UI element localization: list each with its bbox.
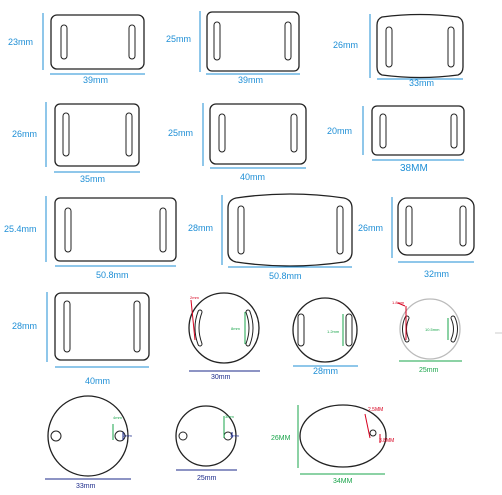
tag-round-28: 1.2mm 28mm	[292, 297, 358, 376]
width-label: 39mm	[238, 75, 263, 85]
tag-40x25: 25mm 40mm	[168, 103, 307, 182]
width-label: 40mm	[240, 172, 265, 182]
hole-label-2: 3mm	[230, 433, 240, 438]
slot-label: 2mm	[190, 295, 200, 300]
height-label: 25mm	[166, 34, 191, 44]
hole-label-2: 3mm	[123, 433, 133, 438]
width-label: 50.8mm	[96, 270, 129, 280]
tag-40x28: 28mm 40mm	[12, 292, 150, 386]
height-label: 25.4mm	[4, 224, 37, 234]
width-label: 34MM	[333, 478, 353, 485]
width-label: 35mm	[80, 174, 105, 184]
width-label: 39mm	[83, 75, 108, 85]
height-label: 25mm	[168, 128, 193, 138]
width-label: 28mm	[313, 366, 338, 376]
height-label: 26MM	[271, 435, 291, 442]
slot-label: 1.8mm	[392, 300, 405, 305]
width-label: 25mm	[197, 475, 217, 482]
hole-label: 2.5MM	[368, 407, 383, 413]
tag-round-25: 1.8mm 10.5mm 25mm	[392, 298, 502, 374]
hole-label: 3mm	[225, 414, 235, 419]
height-label: 26mm	[12, 129, 37, 139]
tag-35x26: 26mm 35mm	[12, 102, 140, 184]
height-label: 26mm	[333, 40, 358, 50]
height-label: 23mm	[8, 37, 33, 47]
width-label: 38MM	[400, 163, 428, 174]
width-label: 25mm	[419, 367, 439, 374]
tag-50.8x28: 28mm 50.8mm	[188, 193, 353, 281]
height-label: 26mm	[358, 223, 383, 233]
tag-round-30: 2mm 8mm 30mm	[188, 292, 260, 381]
height-label: 28mm	[188, 223, 213, 233]
tag-oval-34x26: 2.5MM 3.8MM 26MM 34MM	[271, 404, 394, 485]
tag-round-25-holes: 3mm 3mm 25mm	[175, 405, 240, 482]
tag-round-33: 4mm 3mm 33mm	[45, 395, 133, 490]
width-label: 33mm	[76, 483, 96, 490]
height-label: 20mm	[327, 126, 352, 136]
tag-39x23: 23mm 39mm	[8, 13, 145, 85]
inner-label: 8mm	[231, 326, 241, 331]
tag-50.8x25.4: 25.4mm 50.8mm	[4, 196, 177, 280]
inner-label: 1.2mm	[327, 329, 340, 334]
width-label: 33mm	[409, 78, 434, 88]
hole-label-2: 3.8MM	[379, 438, 394, 444]
tag-33x26: 26mm 33mm	[333, 13, 464, 88]
inner-label: 10.5mm	[425, 327, 440, 332]
width-label: 50.8mm	[269, 271, 302, 281]
tag-32x26: 26mm 32mm	[358, 197, 475, 279]
tag-39x25: 25mm 39mm	[166, 11, 300, 85]
width-label: 40mm	[85, 376, 110, 386]
width-label: 32mm	[424, 269, 449, 279]
hole-label: 4mm	[113, 415, 123, 420]
height-label: 28mm	[12, 321, 37, 331]
width-label: 30mm	[211, 374, 231, 381]
tag-38x20: 20mm 38MM	[327, 105, 465, 174]
